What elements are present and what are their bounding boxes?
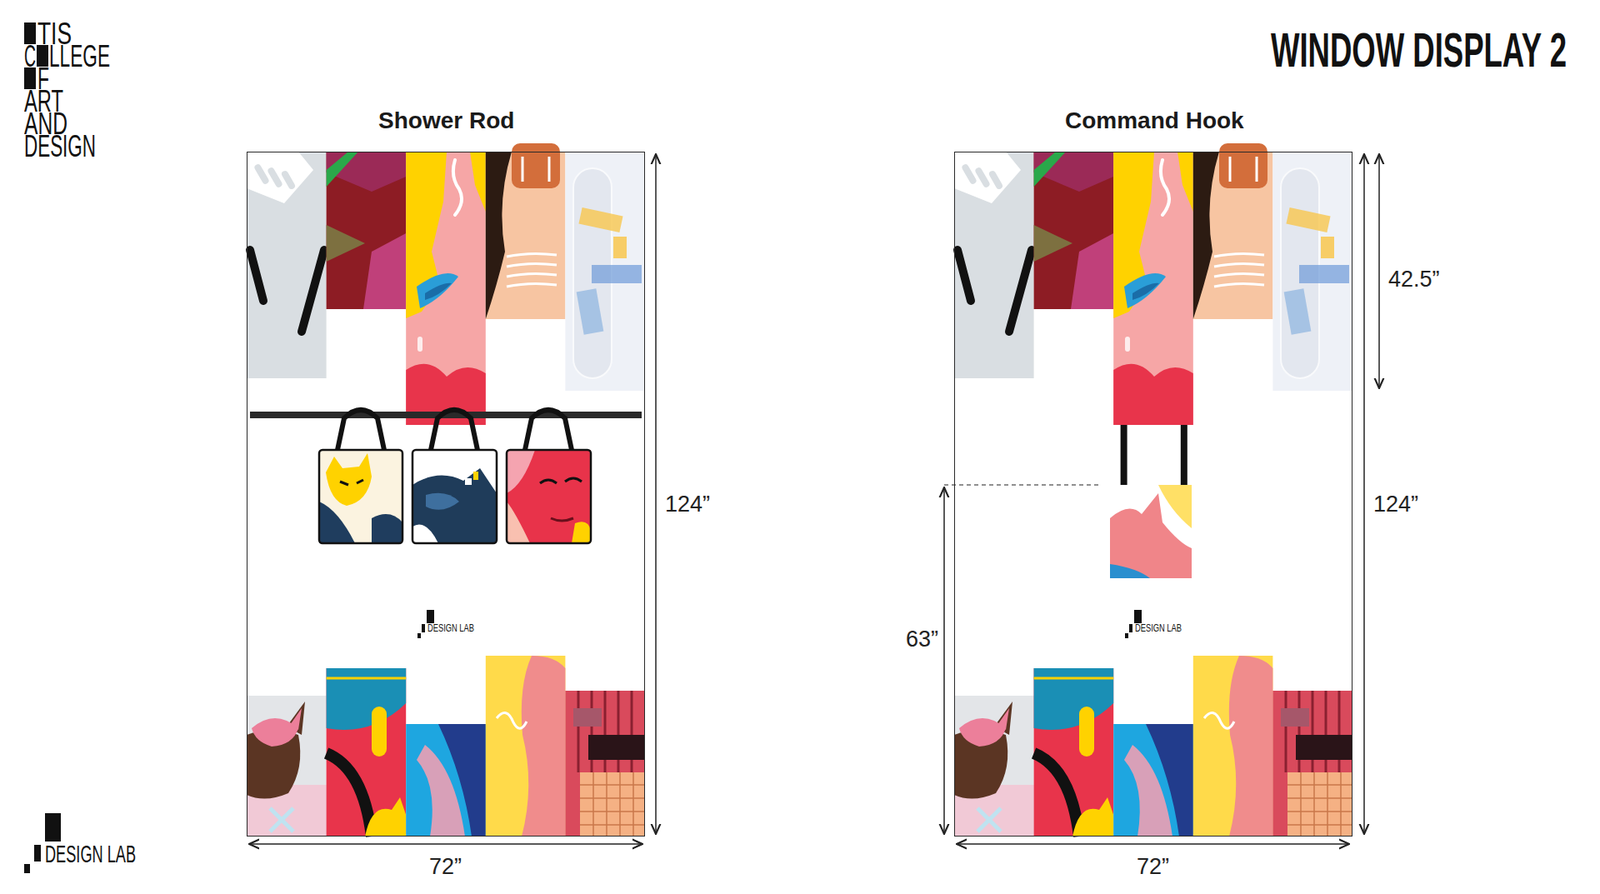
illustration-shape: [319, 450, 403, 544]
illustration-shape: [1110, 485, 1192, 579]
illustration-shape: [412, 468, 497, 544]
illustration-shape: [34, 845, 41, 862]
illustration-shape: [506, 450, 591, 544]
illustration-shape: [954, 143, 1353, 837]
illustration-shape: [1110, 564, 1150, 579]
illustration-shape: [1120, 425, 1128, 485]
illustration-shape: [412, 450, 497, 544]
illustration-shape: [319, 501, 355, 544]
illustration-shape: [571, 521, 591, 544]
illustration-shape: [506, 450, 591, 544]
illustration-shape: [944, 484, 1102, 485]
dimension-label: 72”: [428, 854, 463, 880]
illustration-shape: [24, 864, 30, 874]
illustration-shape: [425, 493, 460, 510]
illustration-shape: [45, 813, 61, 842]
illustration-shape: [506, 450, 591, 544]
dimension-label: 124”: [1372, 491, 1420, 517]
logo-text: DESIGN LAB: [45, 842, 136, 867]
illustration-shape: [465, 478, 472, 485]
panel-heading: Command Hook: [1065, 108, 1245, 134]
illustration-shape: [340, 480, 364, 485]
illustration-shape: [473, 471, 479, 480]
illustration-shape: [337, 410, 385, 450]
dimension-label: 42.5”: [1387, 266, 1441, 292]
illustration-shape: [525, 410, 572, 450]
illustration-shape: [1378, 154, 1380, 389]
illustration-shape: [506, 450, 535, 494]
illustration-shape: [371, 514, 403, 544]
logo-text: DESIGN: [24, 131, 96, 162]
panel-heading: Shower Rod: [378, 108, 515, 134]
illustration-shape: [430, 410, 478, 450]
dimension-label: 63”: [905, 626, 940, 652]
logo-text: LLEGE: [49, 41, 110, 72]
dimension-label: 72”: [1135, 854, 1170, 880]
illustration-shape: [319, 450, 403, 544]
illustration-shape: [1180, 425, 1188, 485]
illustration-shape: [325, 453, 372, 506]
dimension-label: 124”: [664, 491, 711, 517]
illustration-shape: [412, 450, 497, 544]
illustration-shape: [943, 487, 945, 835]
logo-text: C: [24, 41, 36, 72]
logo-text: DESIGN LAB: [427, 622, 475, 634]
illustration-shape: [1363, 154, 1365, 835]
display-panel: Shower RodDESIGN LAB: [246, 151, 645, 837]
illustration-shape: [1110, 493, 1192, 579]
illustration-shape: [246, 143, 645, 837]
illustration-shape: [655, 154, 657, 835]
display-panel: Command HookDESIGN LAB: [954, 151, 1353, 837]
illustration-shape: [540, 478, 582, 484]
illustration-shape: [550, 518, 574, 521]
page-title: WINDOW DISPLAY 2: [1270, 25, 1567, 75]
logo-text: DESIGN LAB: [1135, 622, 1182, 634]
illustration-shape: [246, 143, 645, 837]
illustration-shape: [249, 843, 643, 845]
illustration-shape: [1158, 485, 1192, 529]
illustration-shape: [954, 143, 1353, 837]
illustration-shape: [956, 843, 1350, 845]
